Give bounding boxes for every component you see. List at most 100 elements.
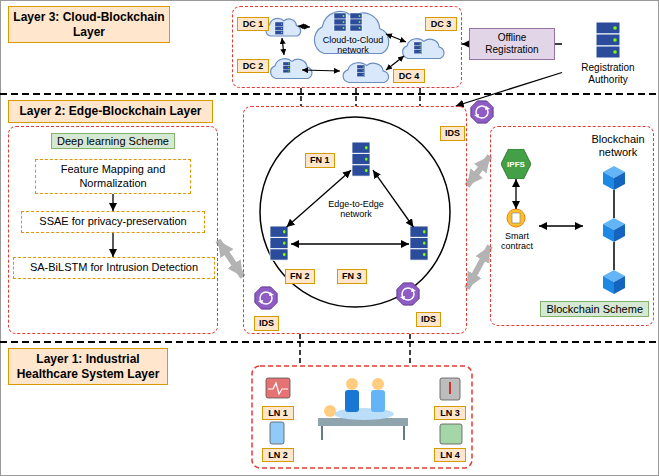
connector [112, 194, 113, 211]
edge-circle [352, 142, 370, 176]
cloud-icons [357, 65, 365, 77]
ids-icons [255, 101, 493, 309]
node-text: FN 1 [305, 153, 335, 168]
region-box: DC 1 DC 3 DC 2 DC 4 Cloud-to-Cloud network [232, 6, 462, 88]
blockchain-cubes [613, 190, 615, 218]
cloud-icons [403, 39, 444, 59]
process-box: Feature Mapping and Normalization [35, 159, 191, 194]
connector [467, 156, 490, 186]
node-text: Blockchain Scheme [540, 301, 649, 317]
node-text: SA-BiLSTM for Intrusion Detection [30, 261, 198, 274]
ids-label: IDS [440, 126, 465, 141]
edge-circle [260, 117, 450, 307]
blockchain-cubes [603, 166, 625, 190]
layout-dashes [409, 334, 411, 366]
device-icons [440, 424, 462, 444]
layer-label: Layer 1: Industrial Healthcare System La… [8, 348, 168, 385]
layout-dashes [419, 88, 421, 106]
patient-scene [403, 426, 405, 440]
cloud-links [282, 26, 406, 71]
device-icons [270, 422, 284, 444]
connector [467, 246, 490, 288]
tag-box: DC 2 [237, 59, 269, 73]
tag-box: DC 4 [393, 69, 425, 83]
device-icons [449, 382, 451, 394]
hexagon-outline [501, 149, 531, 179]
edge-label: Offline Registration [469, 28, 555, 60]
server-icon [596, 22, 620, 58]
tag-box: LN 2 [262, 448, 294, 462]
icon-node: Blockchain network [583, 133, 653, 295]
layout-dashes [355, 88, 357, 106]
node-text: Layer 3: Cloud-Blockchain Layer [13, 10, 165, 39]
smart-contract-icon [512, 213, 520, 223]
region-box: FN 1FN 2FN 3Edge-to-Edge network [243, 106, 467, 334]
cloud-links [386, 34, 406, 42]
cloud-links [386, 56, 404, 70]
connector [456, 73, 562, 107]
node-text: Blockchain network [583, 133, 653, 158]
edge-circle [410, 226, 428, 260]
device-icons [268, 383, 288, 394]
icon-node: FN 2 [269, 227, 291, 261]
cloud-links [298, 26, 310, 27]
process-box: SA-BiLSTM for Intrusion Detection [13, 257, 215, 279]
patient-scene [346, 378, 358, 390]
node-text: Registration Authority [562, 62, 654, 86]
process-box: SSAE for privacy-preservation [21, 211, 205, 233]
patient-scene [372, 378, 384, 390]
patient-scene [321, 426, 323, 440]
connector [373, 170, 413, 227]
edge-circle [260, 117, 450, 307]
node-text: Layer 1: Industrial Healthcare System La… [13, 352, 163, 381]
smart-contract-icon [507, 209, 525, 227]
tag-box: LN 3 [434, 406, 466, 420]
ids-icons [255, 287, 277, 309]
device-icons [266, 378, 462, 444]
cloud-icons [271, 59, 312, 79]
connector [291, 243, 409, 244]
hexagon-node: IPFS [501, 149, 531, 179]
patient-scene [345, 390, 359, 412]
ln-region [252, 366, 472, 468]
patient-scene [324, 405, 336, 417]
edge-circle [270, 226, 288, 260]
patient-scene [318, 378, 408, 440]
server-icon [596, 22, 620, 58]
patient-scene [334, 408, 394, 420]
cloud-links [282, 38, 284, 55]
node-text: DC 1 [243, 19, 264, 29]
cloud-links [302, 70, 340, 71]
node-text: DC 3 [431, 19, 452, 29]
cloud-icons [414, 42, 422, 54]
node-text: FN 3 [337, 269, 367, 284]
node-text: LN 4 [440, 450, 460, 460]
icon-node: Registration Authority [562, 20, 654, 90]
node-text: Layer 2: Edge-Blockchain Layer [19, 104, 201, 118]
region-box: Feature Mapping and NormalizationSSAE fo… [8, 126, 218, 334]
tag-box: LN 4 [434, 448, 466, 462]
ids-label: IDS [254, 316, 279, 331]
cloud-icons [343, 63, 388, 83]
device-icons [266, 378, 290, 398]
node-text: SSAE for privacy-preservation [39, 215, 186, 228]
node-text: Cloud-to-Cloud network [317, 35, 389, 56]
tag-box: DC 3 [425, 17, 457, 31]
connector [300, 88, 302, 106]
frame [0, 341, 659, 343]
blockchain-cubes [603, 166, 625, 294]
smart-contract-icon [507, 209, 525, 227]
node-text: Feature Mapping and Normalization [40, 163, 186, 189]
connector [112, 233, 113, 257]
cloud-icons [283, 62, 290, 73]
blockchain-cubes [603, 270, 625, 294]
cloud-icons [266, 18, 301, 36]
blockchain-cubes [613, 242, 615, 270]
region-box: IPFSSmart contractBlockchain networkBloc… [490, 126, 654, 326]
